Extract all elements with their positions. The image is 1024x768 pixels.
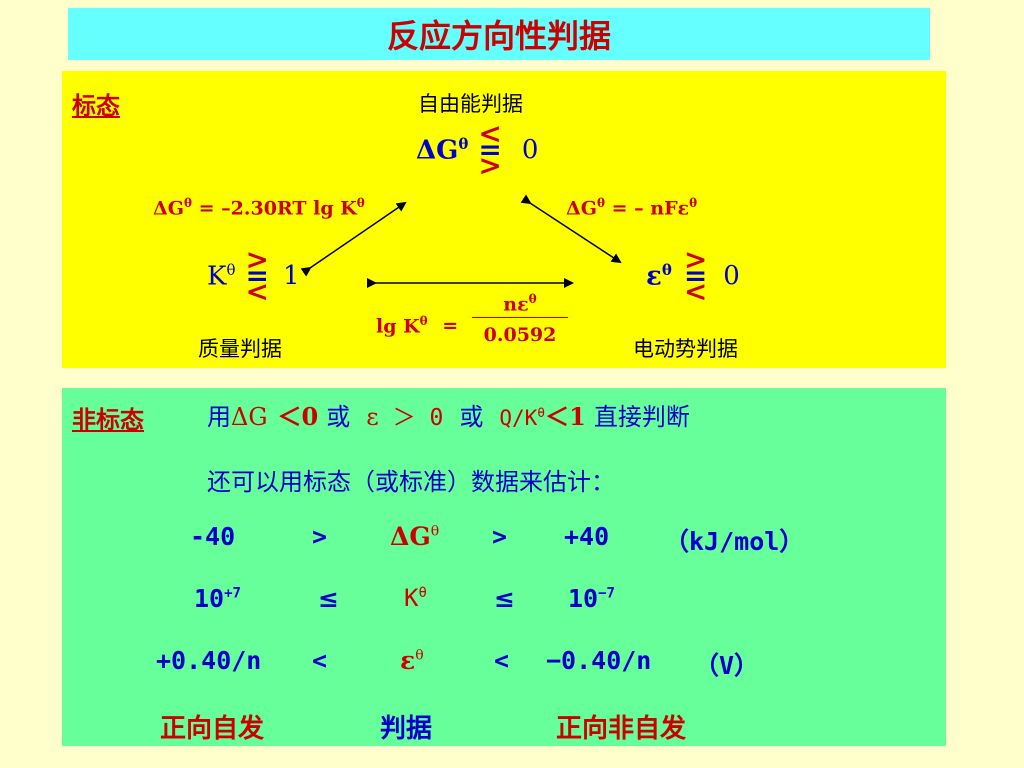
nonstandard-label: 非标态 xyxy=(72,406,144,434)
k-symbol: Kθ xyxy=(207,260,236,292)
fraction-numerator: nεθ xyxy=(503,292,537,316)
row3-op2: < xyxy=(494,646,510,675)
k-one: 1 xyxy=(282,261,300,291)
row3-unit: （V） xyxy=(694,651,760,680)
title-bar: 反应方向性判据 xyxy=(68,8,930,60)
lgk-formula-left: lg Kθ = xyxy=(376,314,459,338)
free-energy-label: 自由能判据 xyxy=(418,92,523,116)
row2-sym: Kθ xyxy=(404,584,427,612)
center-zero: 0 xyxy=(521,135,539,165)
row4-criterion: 判据 xyxy=(380,714,433,744)
center-relation: < = > xyxy=(478,117,502,182)
nonstandard-line2: 还可以用标态（或标准）数据来估计： xyxy=(207,468,615,496)
row4-forward: 正向自发 xyxy=(160,714,265,744)
mass-criterion-label: 质量判据 xyxy=(198,337,282,361)
k-criterion: Kθ > = < 1 xyxy=(207,243,300,308)
row2-op1: ≤ xyxy=(318,584,339,613)
right-arrow xyxy=(520,194,622,264)
center-delta-g: ΔGθ xyxy=(416,134,469,166)
center-criterion: ΔGθ < = > 0 xyxy=(416,117,539,182)
row1-sym: ΔGθ xyxy=(390,522,440,551)
nonstandard-state-panel xyxy=(62,388,946,746)
row1-unit: （kJ/mol） xyxy=(664,527,805,556)
row2-b: 10−7 xyxy=(568,584,615,613)
row3-op1: < xyxy=(312,646,328,675)
row2-a: 10+7 xyxy=(194,584,241,613)
nonstandard-line1: 用 ΔG ＜0 或 ε ＞ 0 或 Q/Kθ ＜1 直接判断 xyxy=(207,402,690,431)
row1-op2: > xyxy=(492,522,508,551)
lgk-fraction: nεθ 0.0592 xyxy=(472,292,568,346)
row1-b: +40 xyxy=(564,522,610,551)
row3-a: +0.40/n xyxy=(156,646,262,675)
standard-state-panel xyxy=(62,71,946,368)
row4-nonforward: 正向非自发 xyxy=(556,714,687,744)
eps-relation: > = < xyxy=(683,243,708,308)
eps-zero: 0 xyxy=(723,261,740,291)
k-relation: > = < xyxy=(245,243,269,308)
row1-op1: > xyxy=(312,522,328,551)
left-arrow xyxy=(300,201,407,277)
row3-sym: εθ xyxy=(400,646,424,675)
eps-criterion: εθ > = < 0 xyxy=(646,243,740,308)
row3-b: −0.40/n xyxy=(546,646,652,675)
row1-a: -40 xyxy=(190,522,236,551)
standard-label: 标态 xyxy=(72,92,120,120)
eps-symbol: εθ xyxy=(646,260,672,292)
row2-op2: ≤ xyxy=(494,584,515,613)
fraction-denominator: 0.0592 xyxy=(472,317,568,346)
emf-criterion-label: 电动势判据 xyxy=(633,337,738,361)
page-title: 反应方向性判据 xyxy=(386,17,611,55)
